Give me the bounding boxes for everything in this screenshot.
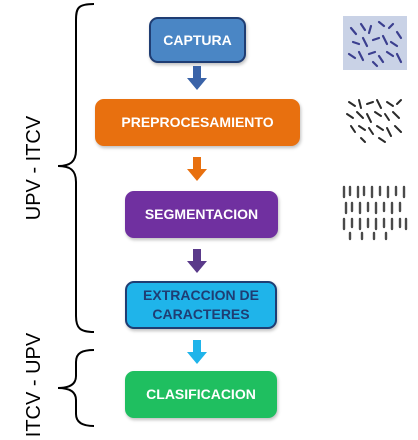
- step-clasificacion: CLASIFICACION: [125, 371, 277, 418]
- step-segmentacion: SEGMENTACION: [125, 191, 278, 238]
- arrow-down-2: [187, 157, 207, 181]
- arrow-down-3: [187, 249, 207, 273]
- lower-group-label: ITCV - UPV: [23, 332, 45, 438]
- step-captura: CAPTURA: [149, 17, 246, 63]
- preprocessed-chromosomes-image: [343, 96, 407, 146]
- lower-group-brace: [57, 349, 95, 427]
- metaphase-spread-image: [343, 16, 407, 70]
- step-preprocesamiento: PREPROCESAMIENTO: [95, 99, 300, 146]
- upper-group-brace: [57, 3, 95, 333]
- arrow-down-4: [187, 340, 207, 364]
- upper-group-label: UPV - ITCV: [23, 115, 45, 221]
- step-extraccion-de-caracteres: EXTRACCION DE CARACTERES: [125, 281, 277, 329]
- arrow-down-1: [187, 66, 207, 90]
- segmented-chromosomes-image: [340, 183, 410, 241]
